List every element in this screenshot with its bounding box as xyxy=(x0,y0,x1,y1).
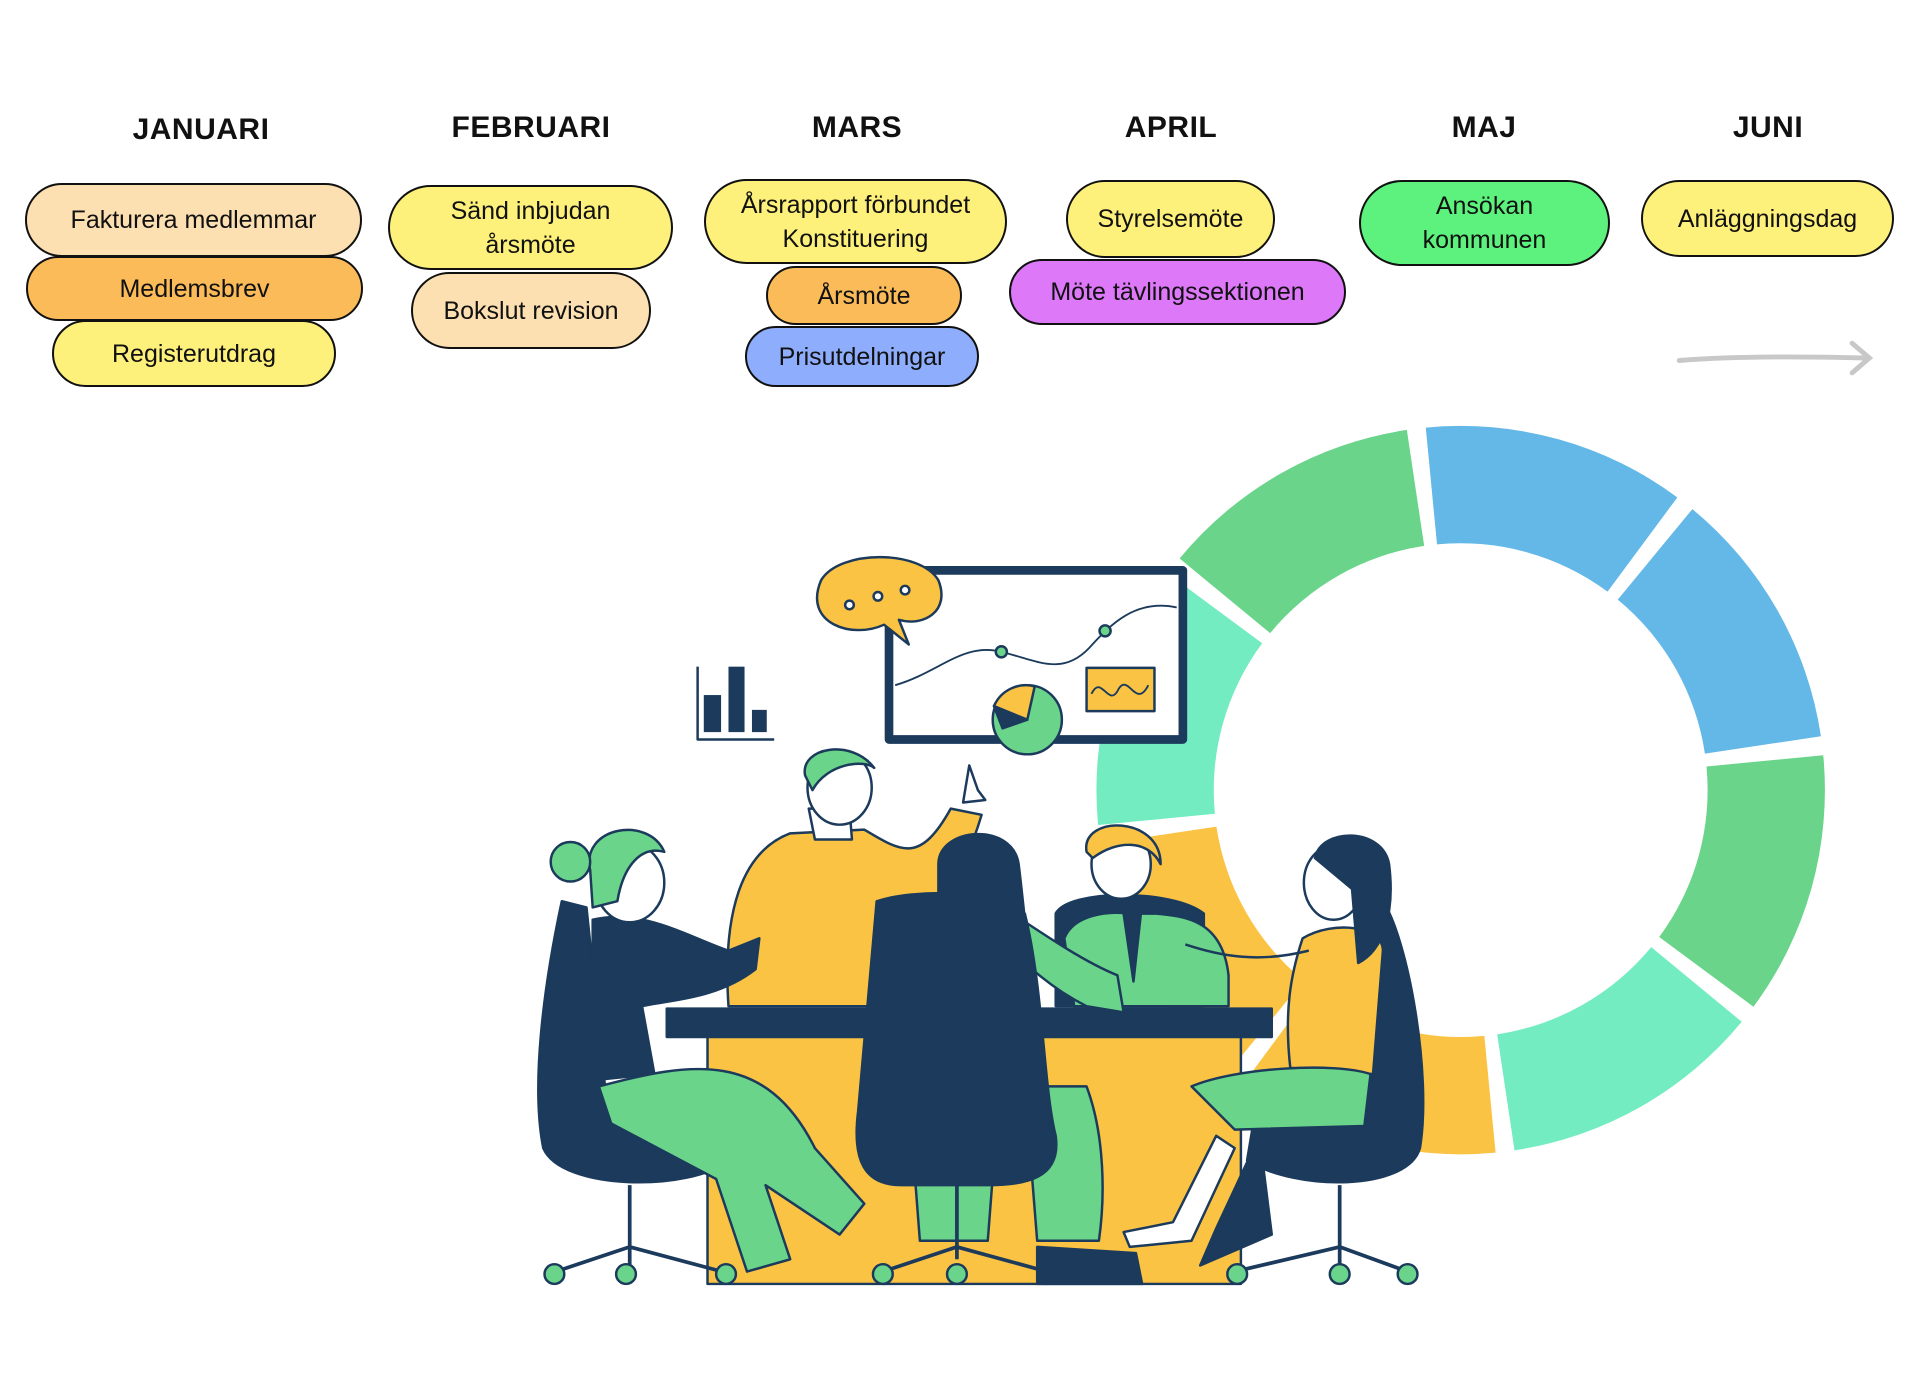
event-arsmote: Årsmöte xyxy=(766,266,962,325)
event-arsrapport-konstituering: Årsrapport förbundet Konstituering xyxy=(704,179,1007,264)
ring-segment xyxy=(1617,509,1821,754)
month-header-februari: FEBRUARI xyxy=(451,111,611,144)
event-ansokan-kommunen: Ansökan kommunen xyxy=(1359,180,1610,266)
event-sand-inbjudan-arsmote: Sänd inbjudan årsmöte xyxy=(388,185,673,270)
event-anlaggningsdag: Anläggningsdag xyxy=(1641,180,1894,257)
month-header-april: APRIL xyxy=(1124,111,1218,144)
month-header-mars: MARS xyxy=(811,111,903,144)
whiteboard xyxy=(884,566,1188,756)
ring-segment xyxy=(1425,425,1678,592)
arrow-right-icon xyxy=(1676,340,1874,376)
month-header-maj: MAJ xyxy=(1451,111,1517,144)
month-header-januari: JANUARI xyxy=(132,113,270,146)
speech-bubble-icon xyxy=(815,556,943,646)
ring-segment xyxy=(1497,947,1742,1151)
person-standing xyxy=(726,748,987,1008)
person-left xyxy=(537,828,866,1286)
event-prisutdelningar: Prisutdelningar xyxy=(745,326,979,387)
person-right xyxy=(1122,834,1425,1286)
bar-chart-icon xyxy=(696,666,775,741)
event-registerutdrag: Registerutdrag xyxy=(52,320,336,387)
ring-segment xyxy=(1659,755,1825,1007)
ring-segment xyxy=(1179,429,1425,634)
event-medlemsbrev: Medlemsbrev xyxy=(26,256,363,321)
wave-chart-icon xyxy=(1085,666,1156,713)
event-mote-tavlingssektionen: Möte tävlingssektionen xyxy=(1009,259,1346,325)
event-bokslut-revision: Bokslut revision xyxy=(411,272,651,349)
event-fakturera-medlemmar: Fakturera medlemmar xyxy=(25,183,362,257)
person-center xyxy=(855,832,1144,1286)
meeting-scene xyxy=(537,556,1425,1286)
event-styrelsemote: Styrelsemöte xyxy=(1066,180,1275,258)
month-header-juni: JUNI xyxy=(1732,111,1804,144)
